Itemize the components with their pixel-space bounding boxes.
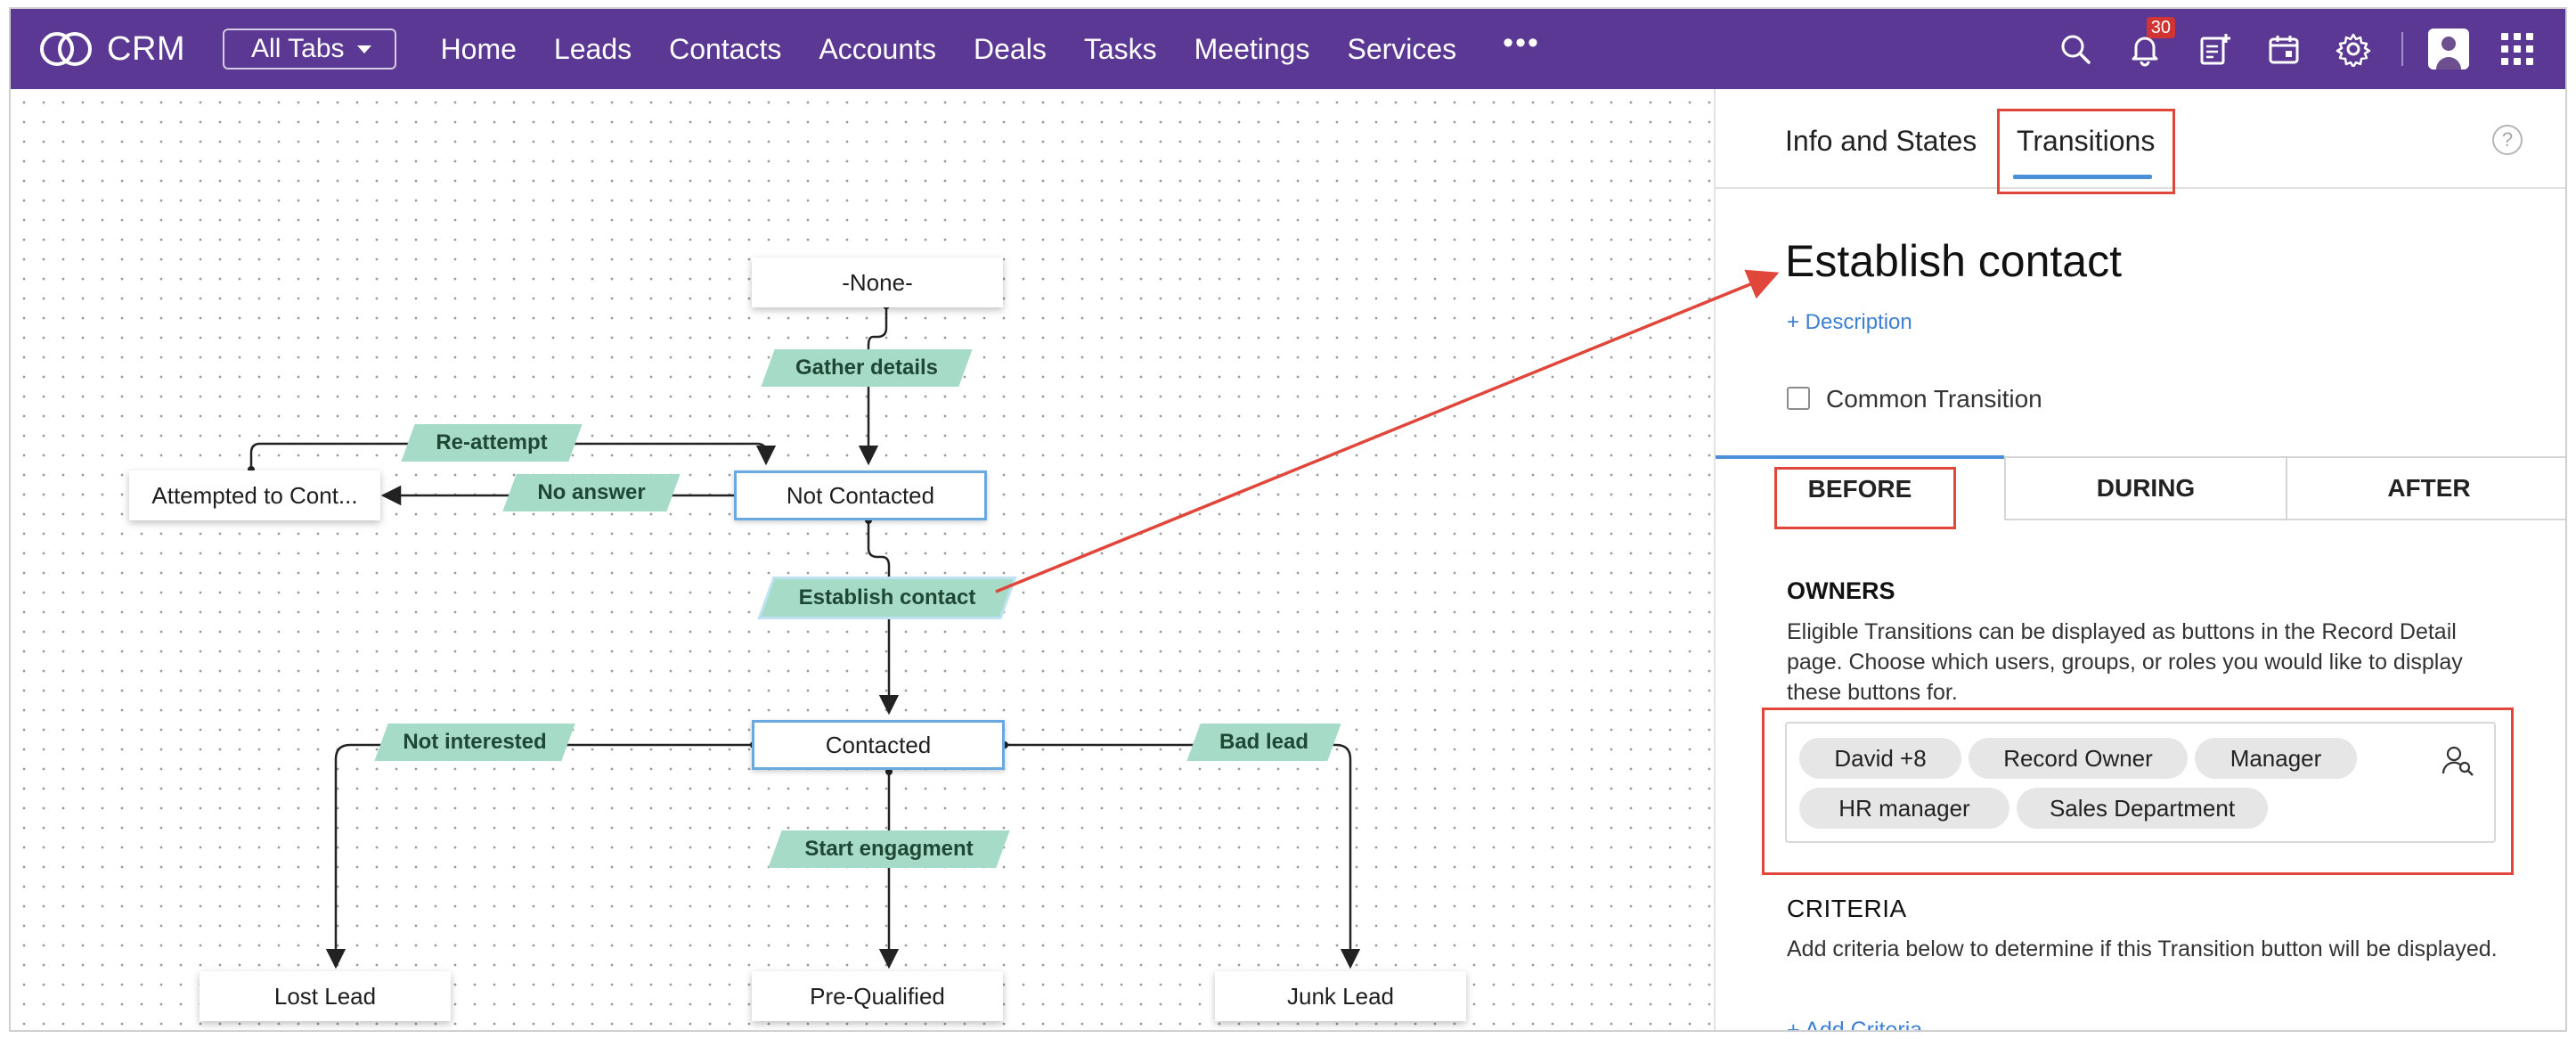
more-modules-icon[interactable]: ••• xyxy=(1503,25,1540,60)
transition-label: Bad lead xyxy=(1219,730,1309,754)
state-contacted[interactable]: Contacted xyxy=(752,720,1005,770)
nav-contacts[interactable]: Contacts xyxy=(669,32,782,65)
crm-logo[interactable]: CRM xyxy=(37,9,185,89)
panel-tabs: Info and States Transitions ? xyxy=(1716,89,2565,194)
common-transition-checkbox[interactable] xyxy=(1787,387,1810,410)
caret-down-icon xyxy=(356,45,371,53)
owners-selector[interactable]: David +8 Record Owner Manager HR manager… xyxy=(1785,722,2496,843)
transition-label: Gather details xyxy=(795,356,939,380)
tab-transitions[interactable]: Transitions xyxy=(2017,125,2156,157)
transition-label: Not interested xyxy=(403,730,547,754)
annotation-highlight-before-tab xyxy=(1774,467,1956,529)
add-criteria-link[interactable]: + Add Criteria xyxy=(1787,1018,1923,1032)
common-transition-label: Common Transition xyxy=(1826,385,2042,413)
help-icon[interactable]: ? xyxy=(2492,125,2523,155)
annotation-highlight-owners xyxy=(1762,708,2514,875)
module-nav: Home Leads Contacts Accounts Deals Tasks… xyxy=(421,9,1558,89)
state-pre-qualified[interactable]: Pre-Qualified xyxy=(752,971,1003,1021)
state-not-contacted[interactable]: Not Contacted xyxy=(734,470,987,520)
tab-before[interactable]: BEFORE xyxy=(1807,475,1912,503)
flow-connectors xyxy=(248,302,1361,969)
transition-gather-details[interactable]: Gather details xyxy=(768,349,966,387)
transition-bad-lead[interactable]: Bad lead xyxy=(1194,724,1334,761)
transition-label: Establish contact xyxy=(798,585,976,609)
nav-deals[interactable]: Deals xyxy=(974,32,1047,65)
calendar-icon[interactable] xyxy=(2264,29,2303,69)
owner-chip[interactable]: Manager xyxy=(2195,738,2357,779)
owner-chip[interactable]: Sales Department xyxy=(2017,788,2268,829)
bell-icon[interactable]: 30 xyxy=(2125,17,2175,69)
tab-after[interactable]: AFTER xyxy=(2286,458,2565,520)
all-tabs-label: All Tabs xyxy=(251,34,345,63)
state-junk-lead[interactable]: Junk Lead xyxy=(1215,971,1466,1021)
state-attempted-to-contact[interactable]: Attempted to Cont... xyxy=(129,470,380,520)
state-lost-lead[interactable]: Lost Lead xyxy=(200,971,451,1021)
transition-re-attempt[interactable]: Re-attempt xyxy=(408,424,575,462)
search-icon[interactable] xyxy=(2056,29,2095,69)
settings-icon[interactable] xyxy=(2334,29,2373,69)
nav-meetings[interactable]: Meetings xyxy=(1194,32,1310,65)
transition-label: No answer xyxy=(537,480,646,504)
stage-tabs: BEFORE DURING AFTER xyxy=(1716,455,2565,520)
nav-accounts[interactable]: Accounts xyxy=(819,32,937,65)
transition-not-interested[interactable]: Not interested xyxy=(381,724,568,761)
crm-logo-icon xyxy=(40,32,92,66)
transition-label: Re-attempt xyxy=(436,430,548,454)
owner-chip[interactable]: Record Owner xyxy=(1969,738,2188,779)
topbar-divider xyxy=(2401,32,2403,66)
blueprint-canvas[interactable]: -None- Attempted to Cont... Not Contacte… xyxy=(11,89,1714,1030)
nav-tasks[interactable]: Tasks xyxy=(1083,32,1157,65)
active-stage-indicator xyxy=(1716,455,2004,459)
avatar[interactable] xyxy=(2428,29,2469,70)
top-navigation-bar: CRM All Tabs Home Leads Contacts Account… xyxy=(11,9,2565,89)
app-name: CRM xyxy=(107,29,186,68)
transition-label: Start engagment xyxy=(804,837,974,861)
transition-no-answer[interactable]: No answer xyxy=(509,474,673,511)
topbar-actions: 30 xyxy=(2026,9,2565,89)
app-window: CRM All Tabs Home Leads Contacts Account… xyxy=(9,7,2567,1032)
active-tab-indicator xyxy=(2013,175,2152,179)
add-note-icon[interactable] xyxy=(2195,29,2234,69)
owners-description: Eligible Transitions can be displayed as… xyxy=(1787,619,2463,705)
owner-chip[interactable]: HR manager xyxy=(1799,788,2009,829)
nav-services[interactable]: Services xyxy=(1347,32,1457,65)
tab-info-and-states[interactable]: Info and States xyxy=(1785,125,1977,157)
transition-establish-contact[interactable]: Establish contact xyxy=(768,579,1007,617)
all-tabs-dropdown[interactable]: All Tabs xyxy=(223,29,396,70)
apps-grid-icon[interactable] xyxy=(2501,33,2533,65)
criteria-description: Add criteria below to determine if this … xyxy=(1787,937,2498,961)
owners-heading: OWNERS xyxy=(1787,577,1895,604)
add-description-link[interactable]: + Description xyxy=(1787,310,1912,334)
tab-during[interactable]: DURING xyxy=(2004,458,2286,520)
user-search-icon[interactable] xyxy=(2441,743,2474,777)
owner-chip[interactable]: David +8 xyxy=(1799,738,1961,779)
criteria-heading: CRITERIA xyxy=(1787,895,1907,922)
state-none[interactable]: -None- xyxy=(752,258,1003,307)
transition-start-engagement[interactable]: Start engagment xyxy=(775,830,1003,868)
annotation-highlight-transitions-tab xyxy=(1997,109,2175,194)
transition-title: Establish contact xyxy=(1785,236,2122,286)
nav-leads[interactable]: Leads xyxy=(553,32,632,65)
transition-details-panel: Info and States Transitions ? Establish … xyxy=(1714,89,2565,1032)
notification-count-badge: 30 xyxy=(2146,17,2175,38)
nav-home[interactable]: Home xyxy=(440,32,517,65)
